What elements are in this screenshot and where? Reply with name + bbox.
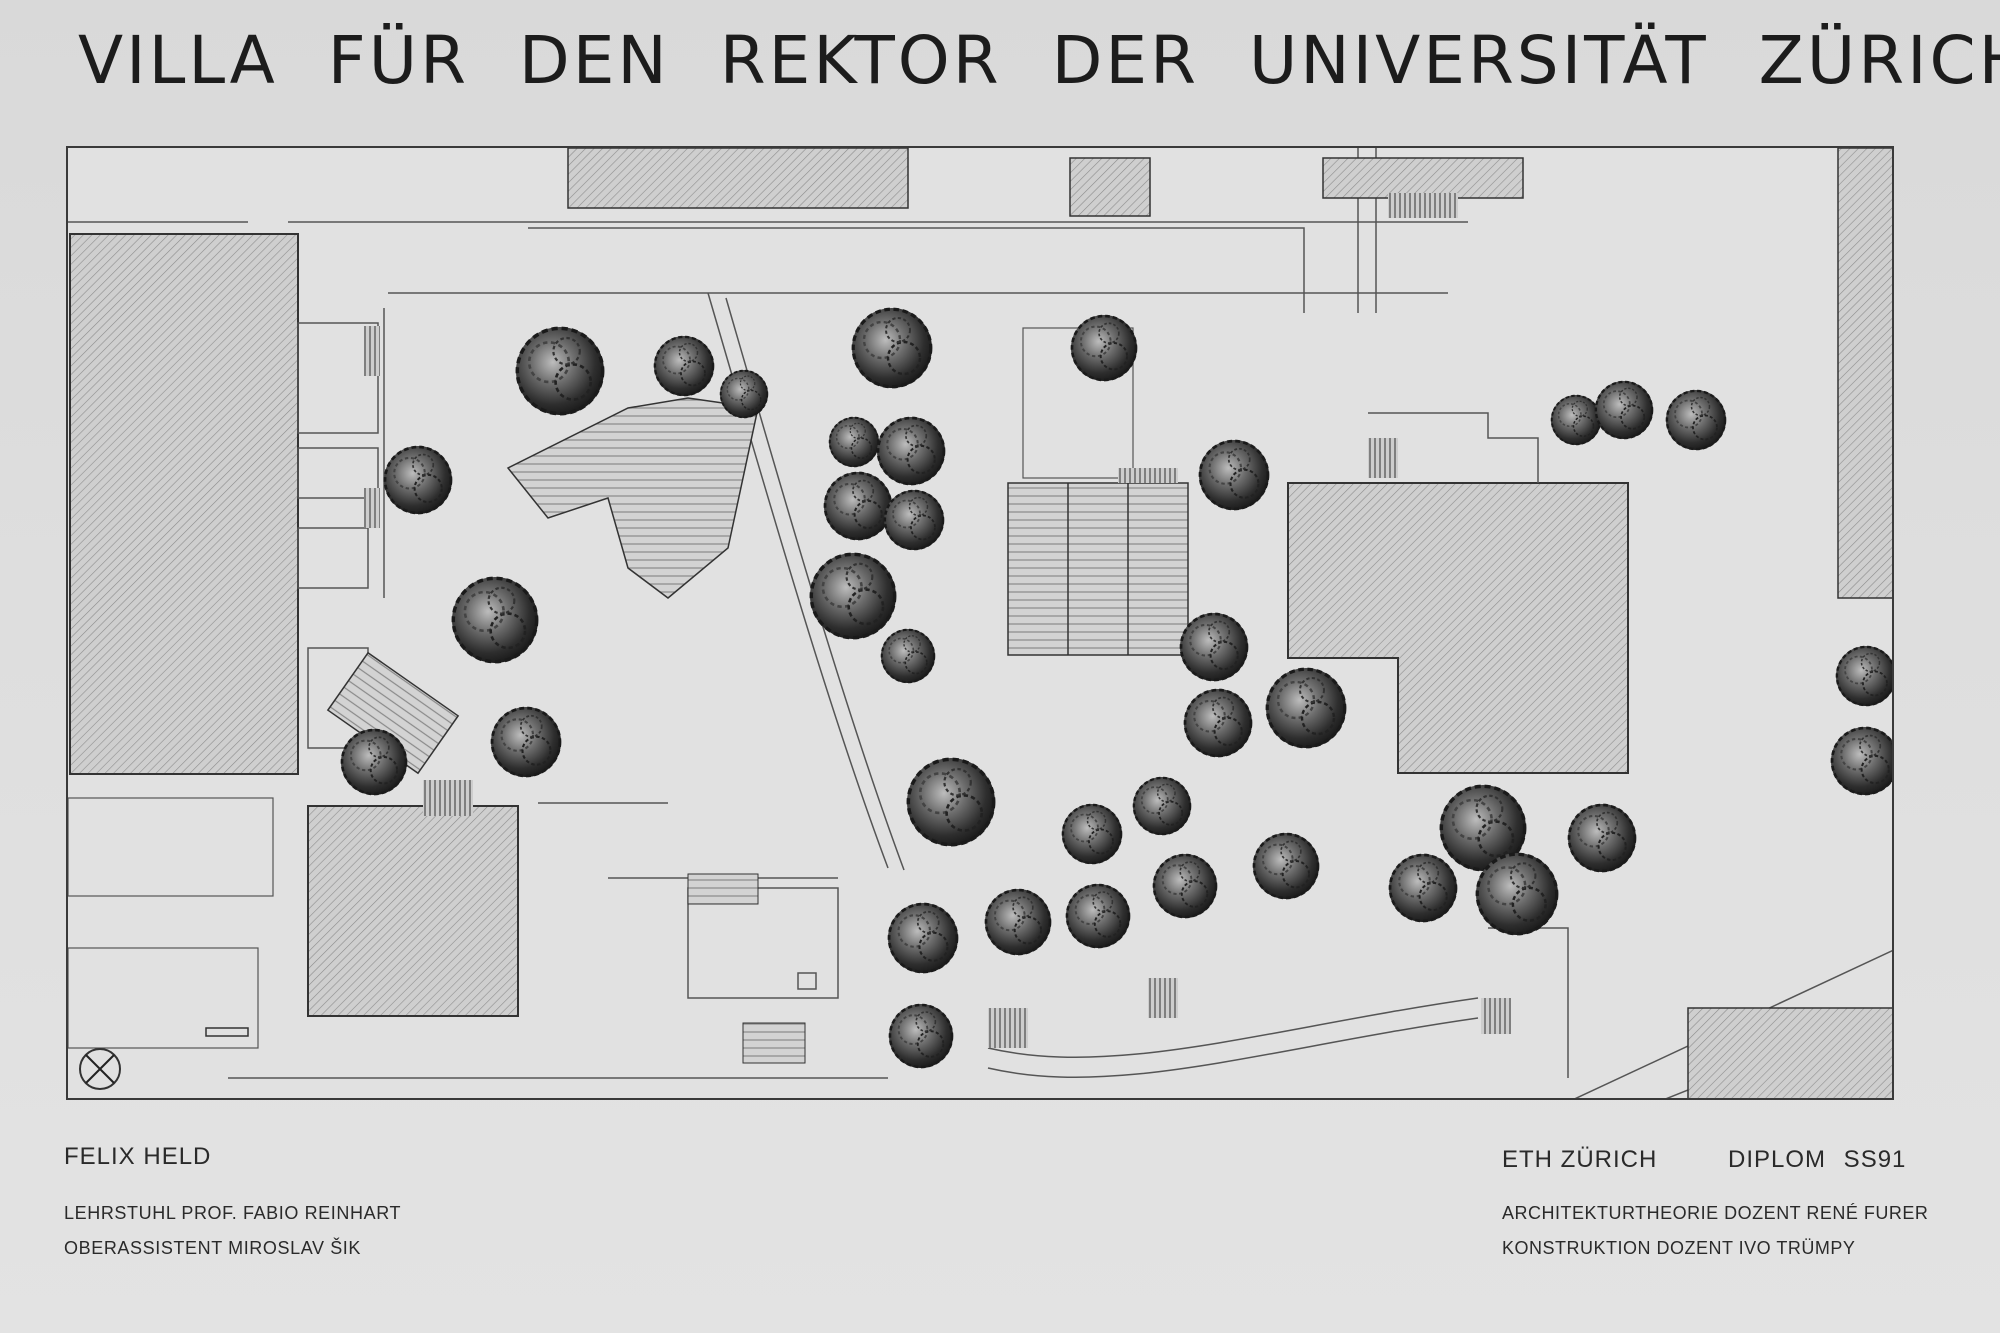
construction-credit: KONSTRUKTION DOZENT IVO TRÜMPY xyxy=(1502,1238,1856,1258)
diploma-label: DIPLOM SS91 xyxy=(1728,1146,1907,1173)
theory-credit: ARCHITEKTURTHEORIE DOZENT RENÉ FURER xyxy=(1502,1203,1929,1223)
school-name: ETH ZÜRICH xyxy=(1502,1146,1658,1173)
right-building xyxy=(1287,482,1629,774)
trees xyxy=(339,306,1892,1070)
site-plan-drawing xyxy=(68,148,1892,1098)
site-plan xyxy=(66,146,1894,1100)
left-building xyxy=(69,233,299,775)
chair-credit: LEHRSTUHL PROF. FABIO REINHART xyxy=(64,1203,402,1223)
north-arrow-icon xyxy=(79,1048,121,1090)
author-name: FELIX HELD xyxy=(64,1143,212,1170)
sheet-title: VILLA FÜR DEN REKTOR DER UNIVERSITÄT ZÜR… xyxy=(78,22,2000,99)
assistant-credit: OBERASSISTENT MIROSLAV ŠIK xyxy=(64,1238,362,1258)
lower-left-building xyxy=(307,805,519,1017)
row-building xyxy=(1007,482,1189,656)
villa-building xyxy=(506,397,759,599)
